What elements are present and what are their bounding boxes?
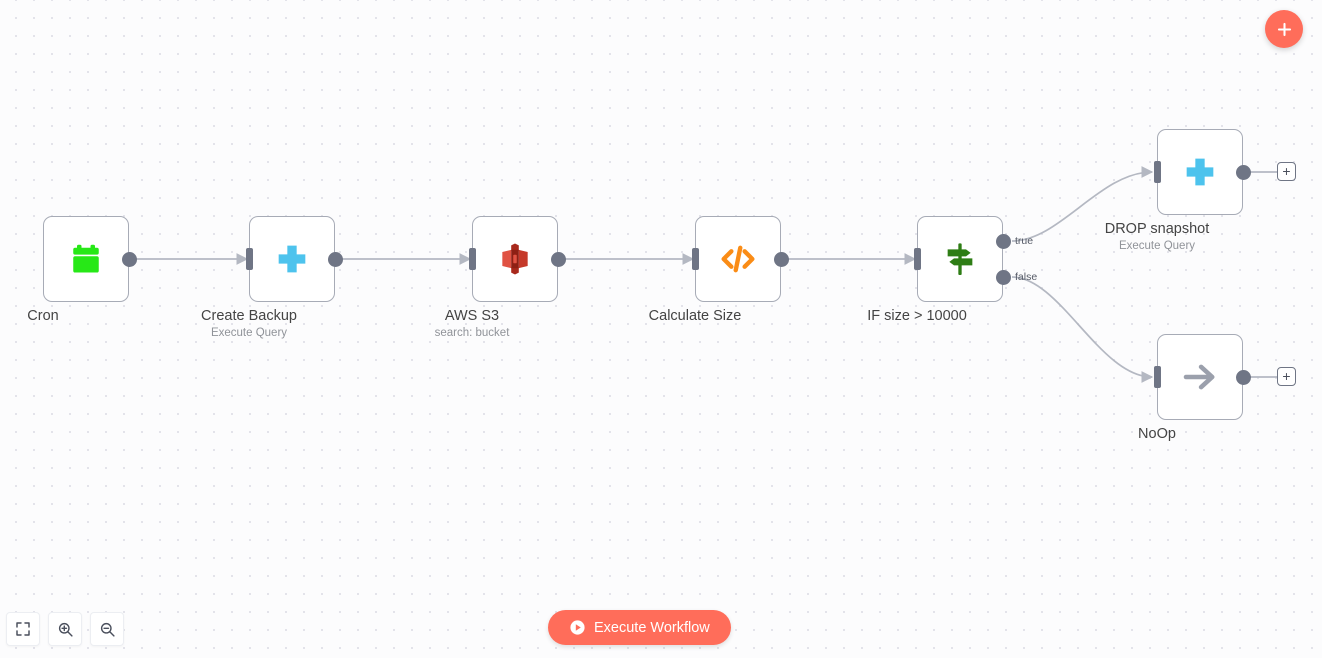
port-label-true: true — [1015, 235, 1034, 247]
node-create-backup-box[interactable] — [249, 216, 335, 302]
add-node-endpoint-noop[interactable]: + — [1277, 367, 1296, 386]
fit-to-view-icon — [16, 622, 30, 636]
node-drop-snapshot-box[interactable] — [1157, 129, 1243, 215]
port-label-false: false — [1015, 271, 1038, 283]
aws-s3-icon — [502, 243, 528, 275]
node-drop-snapshot-title: DROP snapshot — [1104, 221, 1210, 237]
node-create-backup-title: Create Backup — [201, 308, 297, 324]
node-calculate-size-box[interactable] — [695, 216, 781, 302]
node-cron-labels: Cron — [27, 308, 58, 325]
node-create-backup-labels: Create Backup Execute Query — [201, 308, 297, 341]
node-create-backup-subtitle: Execute Query — [210, 327, 288, 339]
zoom-in-icon — [58, 622, 73, 637]
arrow-right-icon — [1183, 364, 1215, 390]
node-if-size-title: IF size > 10000 — [867, 308, 967, 324]
execute-workflow-button[interactable]: Execute Workflow — [548, 610, 731, 645]
zoom-out-button[interactable] — [90, 612, 124, 646]
node-if-size-output-port-true[interactable] — [996, 234, 1011, 249]
zoom-out-icon — [100, 622, 115, 637]
node-cron-title: Cron — [27, 308, 59, 324]
node-aws-s3-title: AWS S3 — [444, 308, 500, 324]
node-noop-box[interactable] — [1157, 334, 1243, 420]
node-drop-snapshot-subtitle: Execute Query — [1118, 240, 1196, 252]
node-if-size-input-port[interactable] — [914, 248, 921, 270]
node-noop-input-port[interactable] — [1154, 366, 1161, 388]
node-aws-s3-box[interactable] — [472, 216, 558, 302]
node-create-backup-output-port[interactable] — [328, 252, 343, 267]
signpost-icon — [947, 243, 973, 275]
node-if-size-output-port-false[interactable] — [996, 270, 1011, 285]
plus-cross-icon — [278, 245, 306, 273]
node-aws-s3-labels: AWS S3 search: bucket — [435, 308, 510, 341]
node-calculate-size-title: Calculate Size — [648, 308, 742, 324]
node-calculate-size-input-port[interactable] — [692, 248, 699, 270]
node-if-size-labels: IF size > 10000 — [867, 308, 967, 325]
node-calculate-size-labels: Calculate Size — [649, 308, 742, 325]
node-calculate-size-output-port[interactable] — [774, 252, 789, 267]
add-node-endpoint-drop-snapshot[interactable]: + — [1277, 162, 1296, 181]
node-aws-s3-output-port[interactable] — [551, 252, 566, 267]
zoom-in-button[interactable] — [48, 612, 82, 646]
code-icon — [721, 245, 755, 273]
node-noop-labels: NoOp — [1138, 426, 1176, 443]
plus-cross-icon — [1186, 158, 1214, 186]
fit-to-view-button[interactable] — [6, 612, 40, 646]
node-aws-s3-subtitle: search: bucket — [434, 327, 510, 339]
node-noop-title: NoOp — [1138, 426, 1176, 442]
execute-workflow-label: Execute Workflow — [594, 619, 710, 636]
node-create-backup-input-port[interactable] — [246, 248, 253, 270]
node-aws-s3-input-port[interactable] — [469, 248, 476, 270]
plus-icon — [1277, 22, 1291, 36]
play-icon — [570, 620, 585, 635]
add-node-button[interactable] — [1265, 10, 1303, 48]
node-drop-snapshot-output-port[interactable] — [1236, 165, 1251, 180]
node-cron-output-port[interactable] — [122, 252, 137, 267]
node-drop-snapshot-input-port[interactable] — [1154, 161, 1161, 183]
node-noop-output-port[interactable] — [1236, 370, 1251, 385]
node-if-size-box[interactable] — [917, 216, 1003, 302]
calendar-icon — [73, 244, 99, 273]
zoom-toolbar — [6, 612, 124, 646]
node-drop-snapshot-labels: DROP snapshot Execute Query — [1105, 221, 1210, 254]
wire-if-false-to-noop — [1011, 276, 1154, 383]
node-cron-box[interactable] — [43, 216, 129, 302]
